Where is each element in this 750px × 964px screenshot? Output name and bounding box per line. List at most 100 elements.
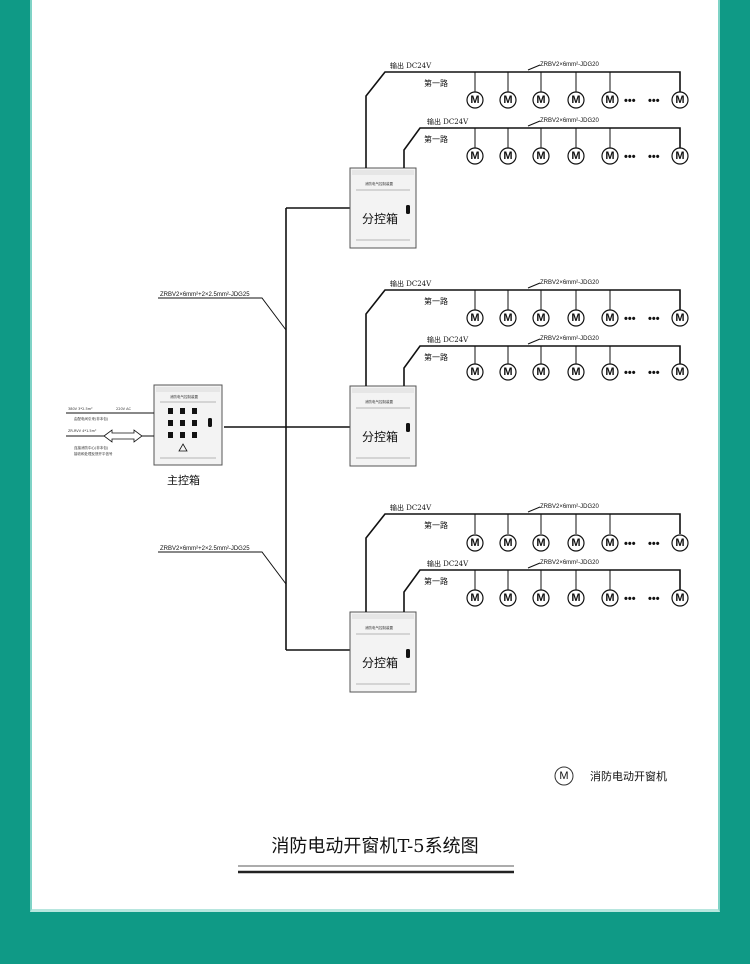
cable-label-2a: ZRBV2×6mm²-JDG20 <box>540 280 600 286</box>
motor-row-1b: M M M M M ••• ••• M <box>466 147 689 165</box>
cable-label-3b: ZRBV2×6mm²-JDG20 <box>540 560 600 566</box>
motor-icon: M <box>532 589 550 607</box>
sub-control-group-3 <box>349 506 681 693</box>
svg-text:M: M <box>536 592 545 604</box>
svg-text:M: M <box>605 312 614 324</box>
cable-label-1b: ZRBV2×6mm²-JDG20 <box>540 118 600 124</box>
svg-text:M: M <box>675 150 684 162</box>
motor-icon: M <box>499 147 517 165</box>
motor-row-1a: M M M M M ••• ••• M <box>466 91 689 109</box>
svg-text:M: M <box>571 312 580 324</box>
svg-text:M: M <box>503 366 512 378</box>
motor-icon: M <box>671 534 689 552</box>
svg-text:M: M <box>675 94 684 106</box>
svg-text:M: M <box>675 366 684 378</box>
svg-text:M: M <box>605 150 614 162</box>
motor-icon: M <box>567 147 585 165</box>
svg-text:M: M <box>605 94 614 106</box>
power-input-voltage: 220V AC <box>116 407 132 411</box>
route-label-1b: 第一路 <box>424 134 448 144</box>
output-label-3a: 输出 DC24V <box>390 503 432 512</box>
motor-icon: M <box>567 363 585 381</box>
motor-ellipsis: ••• <box>624 95 636 107</box>
motor-icon: M <box>671 363 689 381</box>
svg-text:M: M <box>605 592 614 604</box>
sub-box-3-label: 分控箱 <box>362 655 398 670</box>
main-box-header: 消防电气控制装置 <box>170 394 198 399</box>
output-label-2a: 输出 DC24V <box>390 279 432 288</box>
motor-icon: M <box>499 589 517 607</box>
route-label-2a: 第一路 <box>424 296 448 306</box>
signal-input-spec: ZR-RVV 4*1.5m² <box>68 429 97 433</box>
cable-label-1a: ZRBV2×6mm²-JDG20 <box>540 62 600 68</box>
svg-text:M: M <box>571 366 580 378</box>
motor-icon: M <box>601 589 619 607</box>
motor-icon: M <box>466 91 484 109</box>
svg-text:M: M <box>536 94 545 106</box>
output-label-1a: 输出 DC24V <box>390 61 432 70</box>
motor-icon: M <box>532 363 550 381</box>
motor-icon: M <box>567 534 585 552</box>
motor-icon: M <box>466 589 484 607</box>
svg-text:M: M <box>503 312 512 324</box>
motor-ellipsis: ••• <box>648 593 660 605</box>
motor-icon: M <box>499 363 517 381</box>
motor-icon: M <box>567 589 585 607</box>
motor-icon: M <box>601 534 619 552</box>
motor-icon: M <box>466 534 484 552</box>
motor-ellipsis: ••• <box>648 151 660 163</box>
motor-icon: M <box>532 309 550 327</box>
route-label-3a: 第一路 <box>424 520 448 530</box>
trunk-wiring <box>158 207 353 651</box>
motor-ellipsis: ••• <box>624 593 636 605</box>
trunk-cable-label-top: ZRBV2×6mm²+2×2.5mm²-JDG25 <box>160 292 250 298</box>
svg-text:M: M <box>571 537 580 549</box>
svg-text:M: M <box>605 537 614 549</box>
svg-text:M: M <box>536 312 545 324</box>
sub-box-1-header: 消防电气控制装置 <box>365 181 393 186</box>
motor-icon: M <box>466 147 484 165</box>
motor-icon: M <box>532 534 550 552</box>
legend: M 消防电动开窗机 <box>554 766 667 786</box>
motor-icon: M <box>671 147 689 165</box>
svg-text:M: M <box>675 592 684 604</box>
output-label-3b: 输出 DC24V <box>427 559 469 568</box>
sub-box-3-header: 消防电气控制装置 <box>365 625 393 630</box>
motor-icon: M <box>567 91 585 109</box>
svg-text:M: M <box>503 94 512 106</box>
motor-ellipsis: ••• <box>648 538 660 550</box>
main-box-inputs <box>66 412 154 443</box>
motor-ellipsis: ••• <box>624 313 636 325</box>
motor-icon: M <box>601 309 619 327</box>
motor-ellipsis: ••• <box>648 313 660 325</box>
motor-row-3b: M M M M M ••• ••• M <box>466 589 689 607</box>
motor-row-3a: M M M M M ••• ••• M <box>466 534 689 552</box>
motor-row-2a: M M M M M ••• ••• M <box>466 309 689 327</box>
sub-box-2-header: 消防电气控制装置 <box>365 399 393 404</box>
legend-text: 消防电动开窗机 <box>590 769 667 783</box>
signal-input-note-1: 连接消防中心(非本包) <box>74 445 109 450</box>
motor-icon: M <box>671 589 689 607</box>
motor-icon: M <box>466 309 484 327</box>
sub-box-1-label: 分控箱 <box>362 211 398 226</box>
motor-ellipsis: ••• <box>624 367 636 379</box>
power-input-spec: 380V 3*2.5m² <box>68 407 93 411</box>
svg-text:M: M <box>470 366 479 378</box>
motor-icon: M <box>567 309 585 327</box>
svg-text:M: M <box>605 366 614 378</box>
svg-text:M: M <box>470 312 479 324</box>
route-label-1a: 第一路 <box>424 78 448 88</box>
trunk-cable-label-bottom: ZRBV2×6mm²+2×2.5mm²-JDG25 <box>160 546 250 552</box>
svg-text:M: M <box>470 537 479 549</box>
svg-text:M: M <box>571 592 580 604</box>
motor-icon: M <box>671 309 689 327</box>
motor-icon: M <box>671 91 689 109</box>
svg-text:M: M <box>536 366 545 378</box>
output-label-1b: 输出 DC24V <box>427 117 469 126</box>
sub-box-3 <box>349 611 417 693</box>
cable-label-3a: ZRBV2×6mm²-JDG20 <box>540 504 600 510</box>
svg-text:M: M <box>675 537 684 549</box>
motor-icon: M <box>466 363 484 381</box>
motor-icon: M <box>601 363 619 381</box>
svg-text:M: M <box>503 150 512 162</box>
